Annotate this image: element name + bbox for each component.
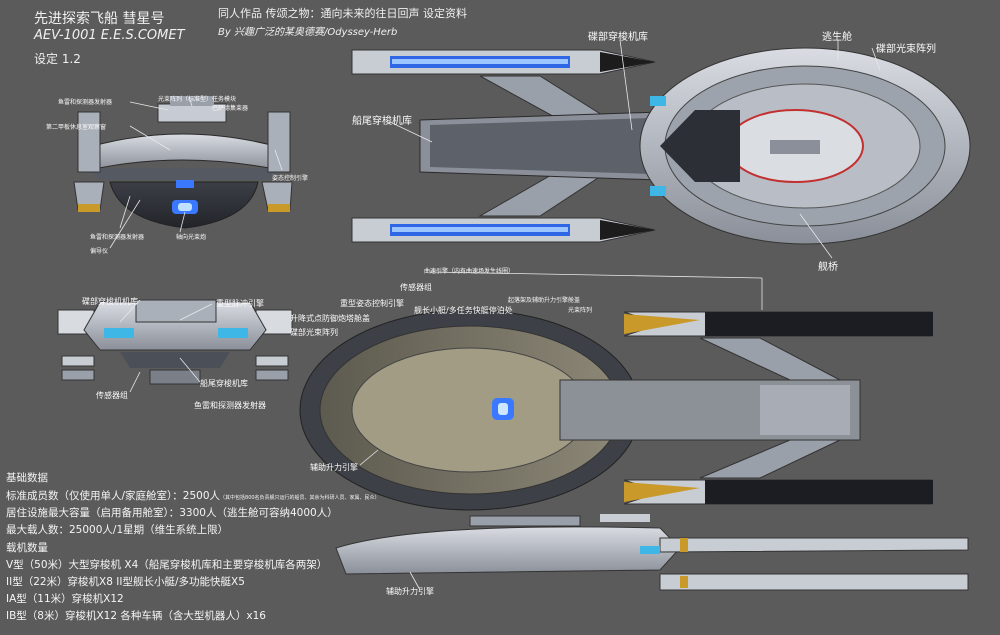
specs-type-ib: IB型（8米）穿梭机X12 各种车辆（含大型机器人）x16 — [6, 610, 266, 622]
specs-craft-heading: 载机数量 — [6, 542, 48, 554]
label-heavy-rcs: 重型姿态控制引擎 — [340, 299, 404, 308]
author-credit: By 兴趣广泛的某奥德赛/Odyssey-Herb — [218, 27, 398, 38]
label-aft-shuttlebay: 船尾穿梭机库 — [352, 116, 412, 127]
label-deck2-lounge: 第二甲板休息室观察窗 — [46, 124, 107, 131]
label-bottom-saucer-phaser: 碟部光束阵列 — [290, 328, 338, 337]
specs-type-ia: IA型（11米）穿梭机X12 — [6, 593, 124, 605]
label-rear-saucer-shuttlebay: 碟部穿梭机机库 — [82, 297, 138, 306]
label-bottom-aux-lift: 辅助升力引擎 — [310, 463, 358, 472]
rear-view — [57, 299, 293, 385]
design-version: 设定 1.2 — [34, 52, 81, 66]
label-saucer-shuttlebay: 碟部穿梭机库 — [588, 32, 648, 43]
specs-type-ii: II型（22米）穿梭机X8 II型舰长小艇/多功能快艇X5 — [6, 576, 245, 588]
specs-crew: 标准成员数（仅使用单人/家庭舱室）：2500人（其中包括800名负责舰只运行的船… — [6, 488, 380, 503]
label-rear-aft-shuttlebay: 船尾穿梭机库 — [200, 379, 248, 388]
side-view — [335, 514, 969, 591]
top-view — [351, 47, 971, 245]
ship-title: 先进探索飞船 彗星号 — [34, 11, 165, 27]
label-escape-pods: 逃生舱 — [822, 32, 852, 43]
label-bridge: 舰桥 — [818, 262, 838, 273]
label-torpedo-lower: 鱼雷和探测器发射器 — [90, 234, 145, 241]
specs-crew-value: 标准成员数（仅使用单人/家庭舱室）：2500人 — [6, 490, 221, 502]
work-title: 同人作品 传颂之物：通向未来的往日回声 设定资料 — [218, 7, 467, 20]
label-mission-module: 任务模块 — [212, 96, 237, 103]
specs-crew-note: （其中包括800名负责舰只运行的船员、其余为科研人员、家属、民众） — [220, 495, 380, 501]
ship-registry: AEV-1001 E.E.S.COMET — [34, 28, 185, 43]
label-side-aux-lift: 辅助升力引擎 — [386, 587, 434, 596]
leader-lines — [109, 39, 881, 591]
label-rear-sensor-cluster: 传感器组 — [96, 391, 128, 400]
label-axial-phaser: 轴向光束炮 — [176, 234, 207, 241]
specs-type-v: V型（50米）大型穿梭机 X4（船尾穿梭机库和主要穿梭机库各两架） — [6, 559, 328, 571]
bottom-view — [299, 309, 933, 511]
label-rear-torpedo: 鱼雷和探测器发射器 — [194, 401, 266, 410]
label-rcs-thruster: 姿态控制引擎 — [272, 175, 309, 182]
specs-max-load: 最大载人数：25000人/1星期（维生系统上限） — [6, 524, 229, 536]
label-heavy-impulse: 重型脉冲引擎 — [216, 299, 264, 308]
specs-heading: 基础数据 — [6, 472, 48, 484]
front-view — [73, 96, 293, 229]
label-beam-array-note: （标准型） — [182, 96, 213, 103]
label-beam-array: 光束阵列 — [158, 96, 183, 103]
specs-capacity: 居住设施最大容量（启用备用舱室）：3300人（逃生舱可容纳4000人） — [6, 507, 338, 519]
label-captains-yacht: 舰长小艇/多任务快艇停泊处 — [414, 306, 513, 315]
label-retract-turret: 升降式点防御炮塔舱盖 — [290, 314, 370, 323]
label-bottom-sensor-cluster: 传感器组 — [400, 283, 432, 292]
label-deflector-array: 巴萨德集束器 — [212, 105, 249, 112]
label-warp-nacelle: 曲速引擎（内有曲速场发生线圈） — [424, 268, 515, 275]
label-torpedo-upper: 鱼雷和探测器发射器 — [58, 99, 113, 106]
label-deflector: 偏导仪 — [90, 248, 109, 255]
label-saucer-phaser: 碟部光束阵列 — [876, 44, 936, 55]
label-bottom-beam-array: 光束阵列 — [568, 307, 593, 314]
label-landing-gear: 起落架及辅助升力引擎舱盖 — [508, 297, 581, 304]
